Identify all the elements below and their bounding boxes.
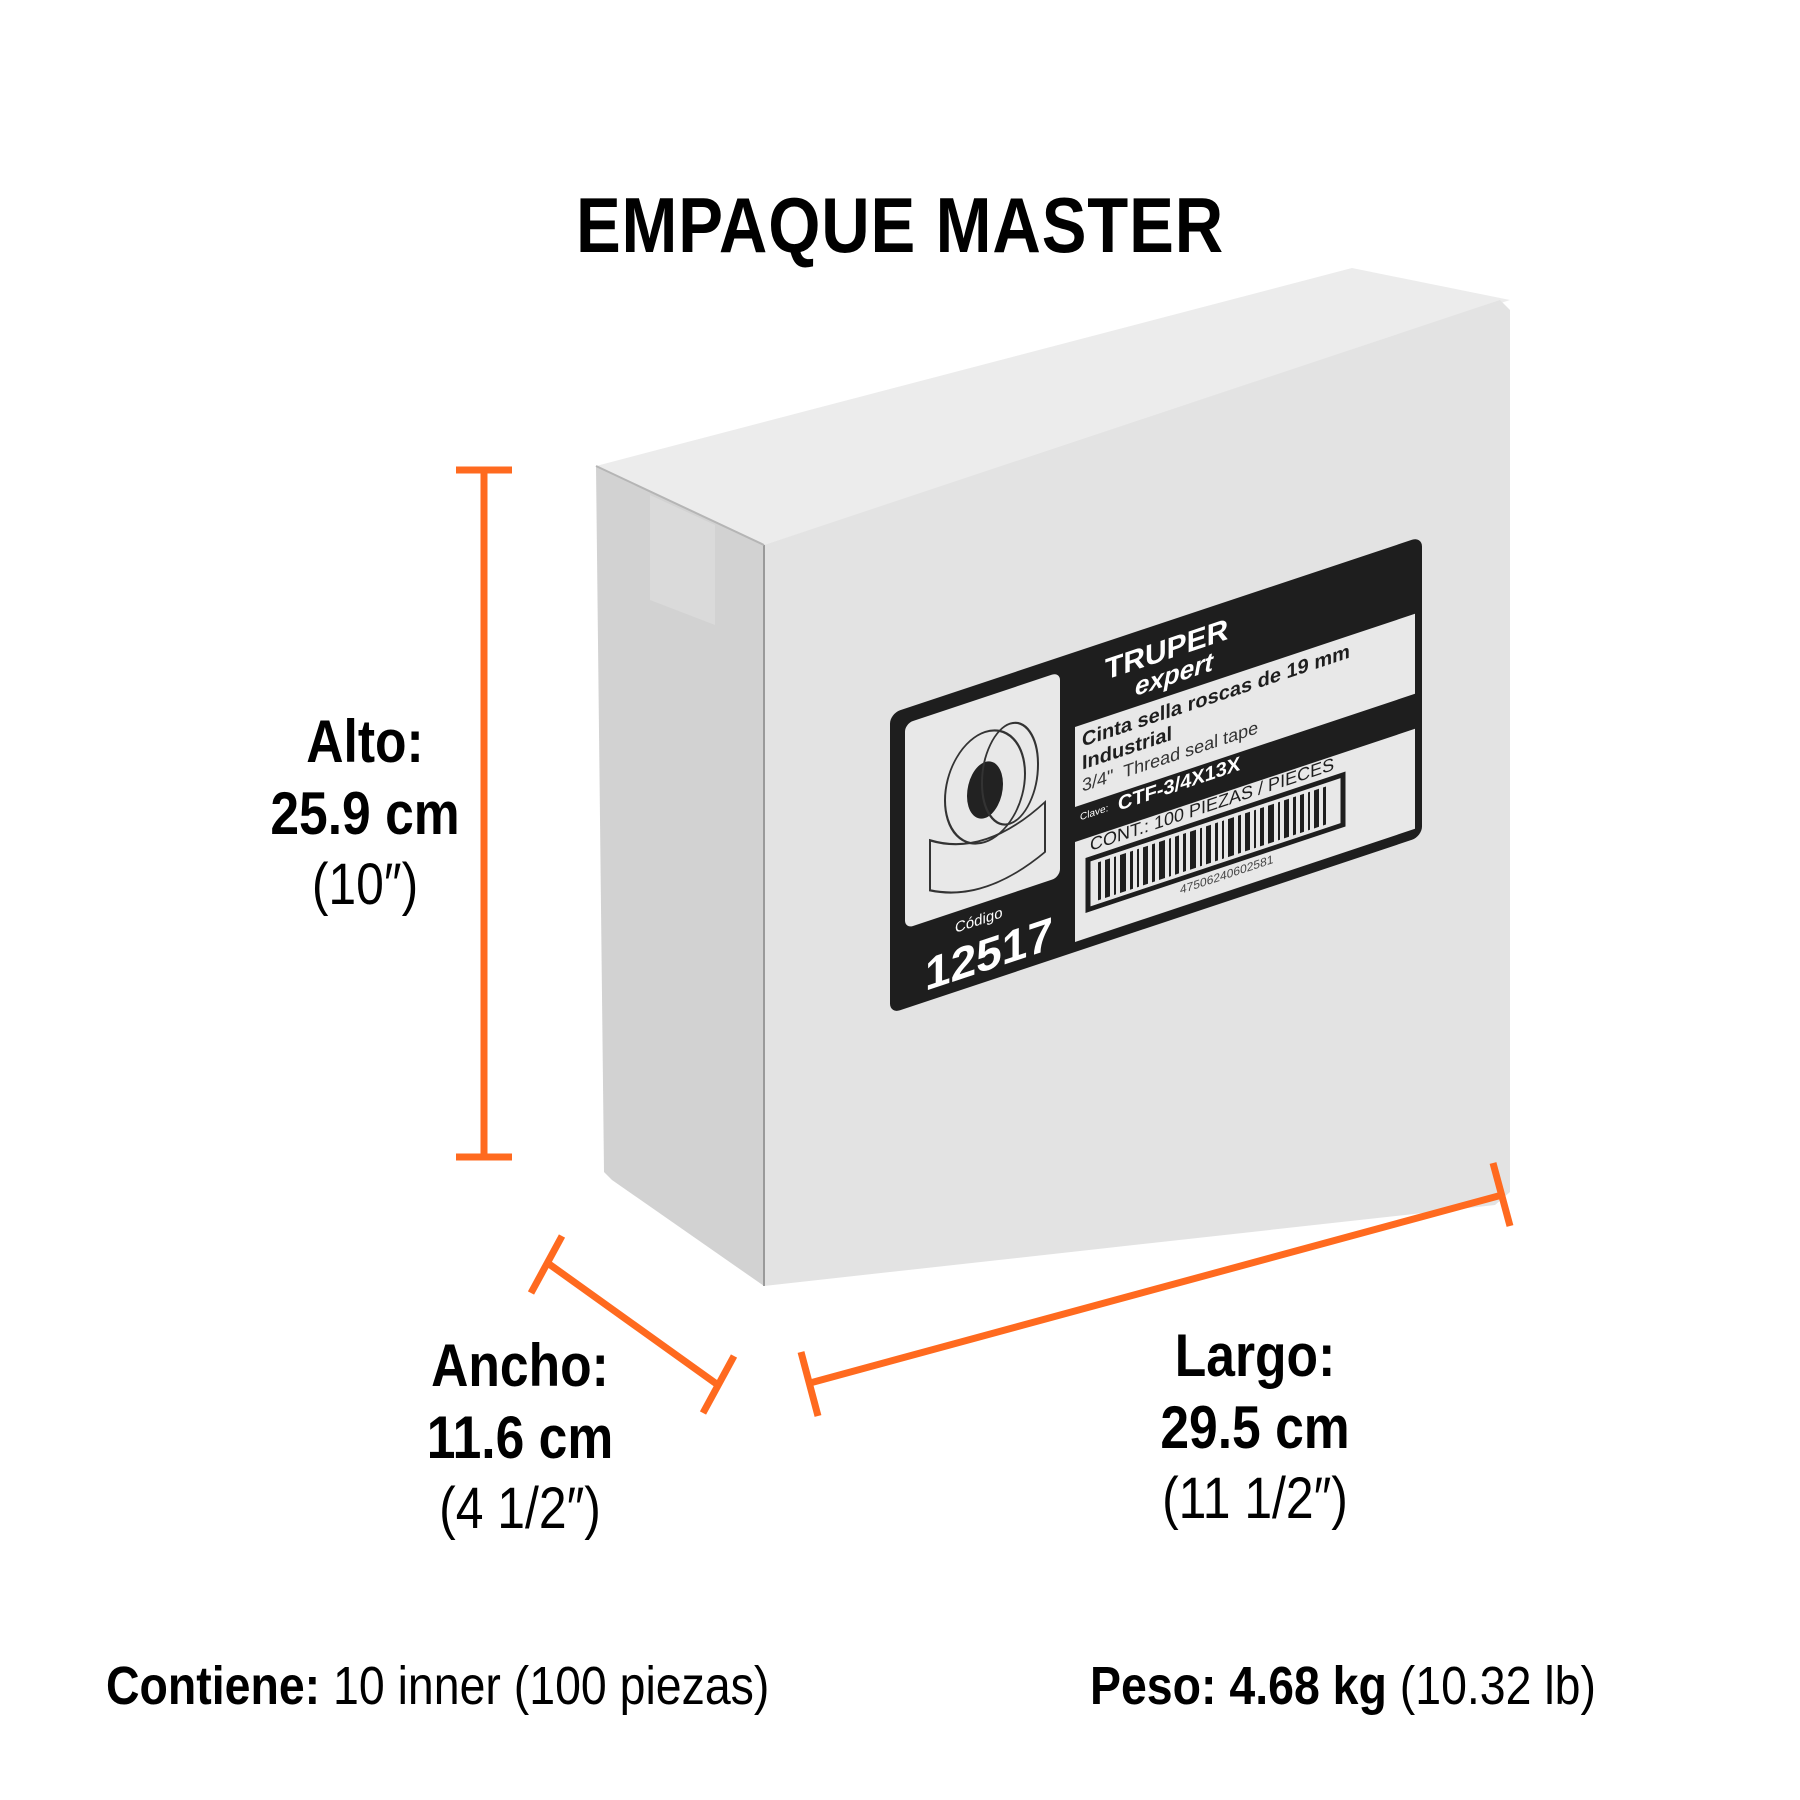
height-label: Alto: [306,708,424,775]
length-dimension: Largo: 29.5 cm (11 1/2″) [1135,1320,1376,1534]
box-top-face [596,268,1510,545]
width-cm: 11.6 cm [426,1404,614,1471]
length-label: Largo: [1174,1322,1336,1389]
width-inch: (4 1/2″) [439,1476,601,1541]
barcode-number: 47506240602581 [1180,851,1274,898]
contents-info: Contiene: 10 inner (100 piezas) [106,1655,769,1717]
tape-strip [650,495,715,625]
weight-kg: 4.68 kg [1229,1656,1387,1716]
length-line [809,1191,1503,1387]
width-dimension: Ancho: 11.6 cm (4 1/2″) [400,1330,641,1544]
length-inch: (11 1/2″) [1162,1466,1348,1531]
box-side-face [596,466,764,1286]
contents-label: Contiene: [106,1656,321,1716]
product-label [890,539,1422,1011]
width-label: Ancho: [431,1332,609,1399]
weight-label: Peso: [1090,1656,1217,1716]
weight-info: Peso: 4.68 kg (10.32 lb) [1090,1655,1596,1717]
height-inch: (10″) [311,852,419,917]
length-cm: 29.5 cm [1160,1394,1350,1461]
page-title: EMPAQUE MASTER [575,181,1225,269]
contents-value: 10 inner (100 piezas) [333,1656,770,1716]
width-line [546,1261,721,1388]
height-cm: 25.9 cm [270,780,460,847]
height-dimension: Alto: 25.9 cm (10″) [240,706,489,920]
clave-label: Clave: [1080,802,1109,824]
weight-lb: (10.32 lb) [1399,1656,1596,1716]
dimension-lines [456,466,1514,1417]
